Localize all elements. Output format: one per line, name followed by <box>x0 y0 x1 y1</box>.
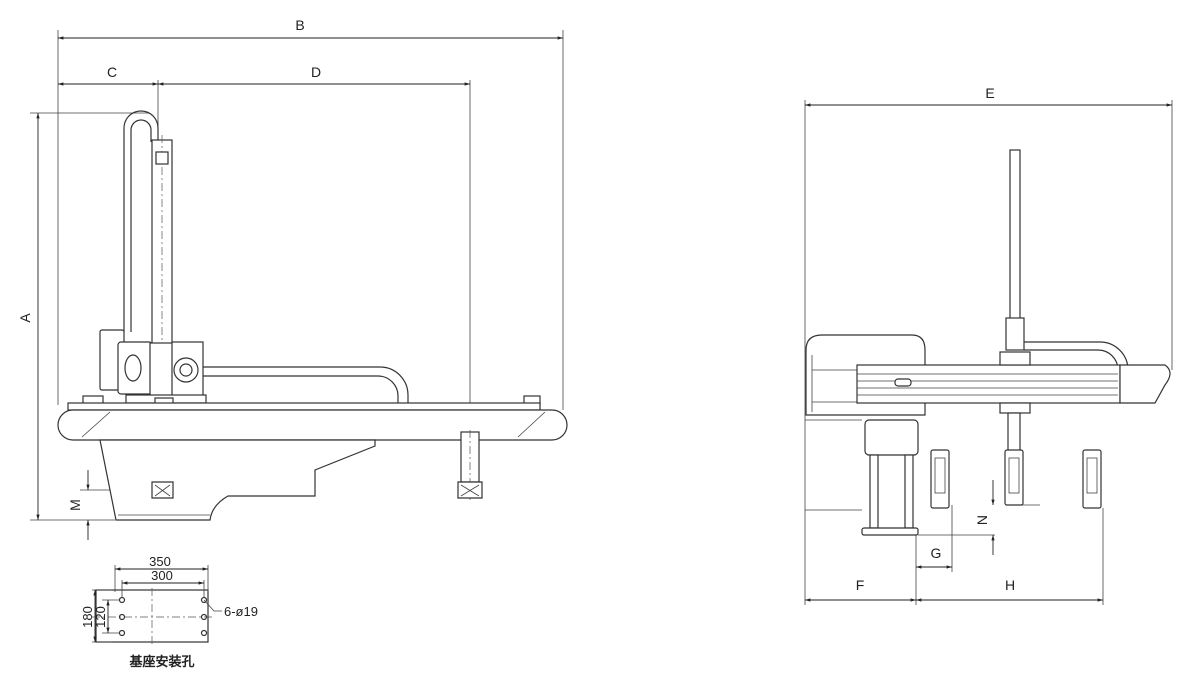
dimension-label-h: H <box>1005 577 1015 593</box>
holes-note: 6-ø19 <box>224 604 258 619</box>
dimension-label-n: N <box>974 515 990 525</box>
dimension-h: H <box>916 577 1104 602</box>
base-height-outer: 180 <box>80 606 95 628</box>
base-width-inner: 300 <box>151 568 173 583</box>
dimension-label-a: A <box>17 313 33 323</box>
dimension-label-m: M <box>67 499 83 511</box>
dimension-label-c: C <box>107 64 117 80</box>
arm-left <box>930 449 950 509</box>
dimension-label-f: F <box>856 577 865 593</box>
base-width-outer: 350 <box>149 554 171 569</box>
base-mount-detail: 350 300 180 120 6-ø19 基座安装孔 <box>80 554 258 670</box>
base-height-inner: 120 <box>93 606 108 628</box>
dimension-label-b: B <box>295 17 304 33</box>
dimension-c: C <box>58 64 158 86</box>
dimension-a: A <box>17 112 40 520</box>
dimension-e: E <box>805 85 1173 107</box>
dimension-f: F <box>805 577 916 602</box>
dimension-label-e: E <box>985 85 994 101</box>
dimension-d: D <box>158 64 470 86</box>
side-view: E F H G N <box>804 85 1173 605</box>
front-view: B C D A M <box>17 17 568 540</box>
arm-center <box>1004 412 1024 506</box>
arm-right <box>457 430 483 500</box>
base-mount-caption: 基座安装孔 <box>128 654 194 670</box>
dimension-n: N <box>974 480 995 555</box>
dimension-label-d: D <box>311 64 321 80</box>
dimension-b: B <box>58 17 563 40</box>
dimension-g: G <box>916 545 952 569</box>
arm-right <box>1082 449 1102 509</box>
dimension-label-g: G <box>931 545 942 561</box>
dimension-m: M <box>67 470 90 540</box>
gripper-left <box>151 481 174 499</box>
